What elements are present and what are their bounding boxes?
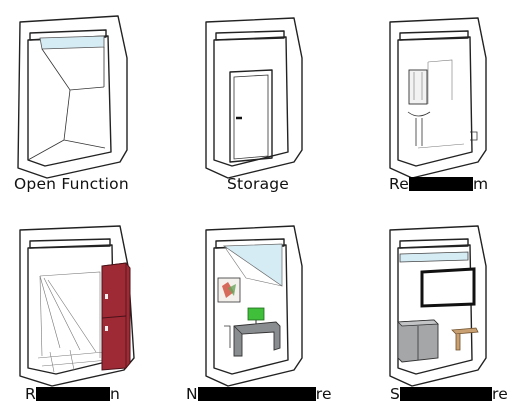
restroom-label-tail: m <box>473 175 489 193</box>
panel-label-storage: Storage <box>227 175 290 193</box>
red-storage-illustration <box>19 225 135 387</box>
red-storage-label-visible: R <box>25 385 36 403</box>
open-function-illustration <box>17 15 128 179</box>
red-storage-label-tail: n <box>109 385 121 403</box>
panel-label-open-function: Open Function <box>14 175 129 193</box>
storage-illustration <box>205 17 303 179</box>
restroom-illustration <box>389 17 487 179</box>
screen-illustration <box>389 225 487 387</box>
redaction-bar <box>409 177 474 191</box>
office-label-visible: N <box>186 385 198 403</box>
panel-open-function: Open Function <box>0 0 176 200</box>
screen-label-visible: S <box>390 385 401 403</box>
redaction-bar <box>197 387 316 401</box>
redaction-bar <box>35 387 110 401</box>
office-label-tail: re <box>315 385 332 403</box>
screen-label-tail: re <box>492 385 509 403</box>
panel-restroom: Re m <box>352 0 528 200</box>
restroom-label-visible: Re <box>389 175 410 193</box>
panel-storage: Storage <box>176 0 352 200</box>
office-illustration <box>205 225 303 387</box>
redaction-bar <box>400 387 493 401</box>
panel-label-restroom: Re m <box>389 175 488 193</box>
